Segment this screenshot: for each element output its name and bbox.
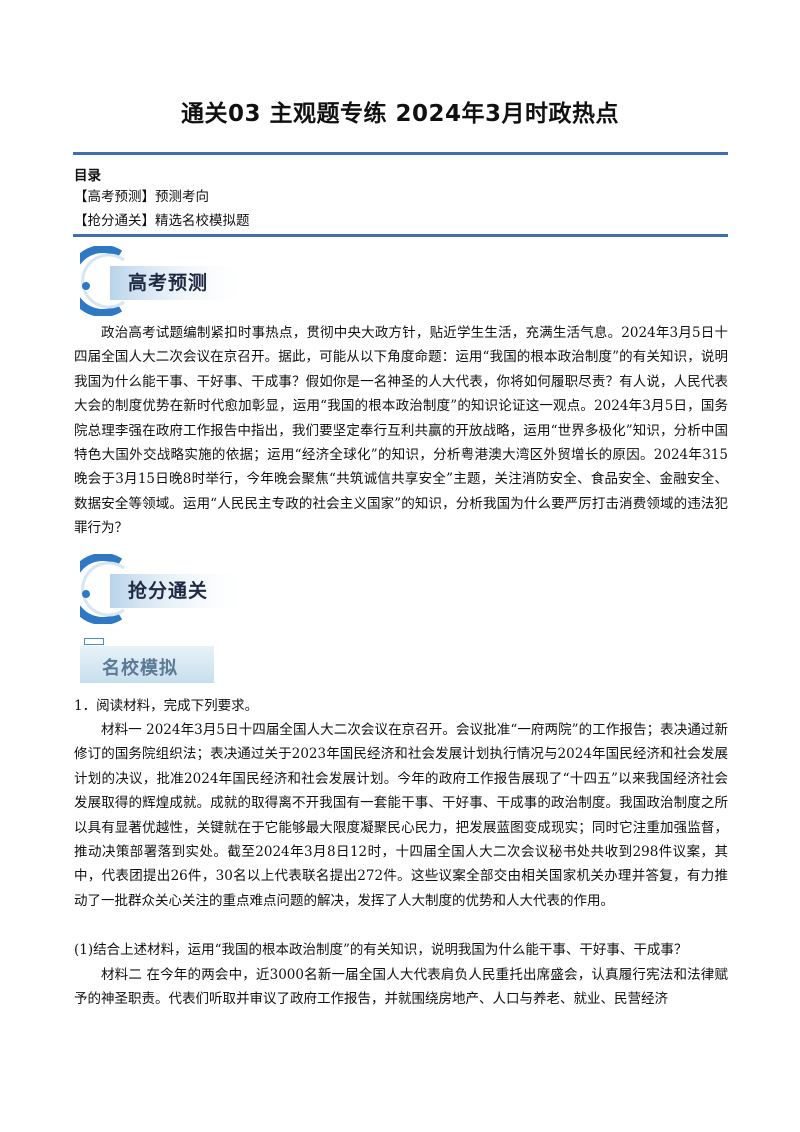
toc-item-scoring[interactable]: 【抢分通关】精选名校模拟题 [74, 213, 250, 229]
sub-question-1: (1)结合上述材料，运用“我国的根本政治制度”的有关知识，说明我国为什么能干事、… [74, 942, 688, 958]
material-one: 材料一 2024年3月5日十四届全国人大二次会议在京召开。会议批准“一府两院”的… [74, 722, 728, 909]
forecast-paragraph: 政治高考试题编制紧扣时事热点，贯彻中央大政方针，贴近学生生活，充满生活气息。20… [74, 325, 728, 537]
toc-item-forecast[interactable]: 【高考预测】预测考向 [74, 189, 209, 205]
material-two: 材料二 在今年的两会中，近3000名新一届全国人大代表肩负人民重托出席盛会，认真… [74, 967, 728, 1008]
subsection-label-mock: 名校模拟 [102, 658, 178, 679]
divider-top [73, 152, 728, 155]
page-title: 通关03 主观题专练 2024年3月时政热点 [180, 101, 620, 127]
divider-bottom [73, 234, 728, 237]
section-label-forecast: 高考预测 [128, 272, 209, 294]
section-header-scoring: 抢分通关 [80, 554, 250, 624]
question-intro: 1．阅读材料，完成下列要求。 [74, 698, 259, 714]
section-badge-icon [80, 554, 250, 624]
toc-heading: 目录 [74, 168, 101, 184]
section-header-forecast: 高考预测 [80, 246, 250, 316]
subsection-box [80, 646, 214, 683]
section-label-scoring: 抢分通关 [128, 580, 209, 602]
section-badge-icon [80, 246, 250, 316]
subsection-tab-icon [84, 638, 104, 645]
subsection-header-mock: 名校模拟 [80, 638, 214, 684]
